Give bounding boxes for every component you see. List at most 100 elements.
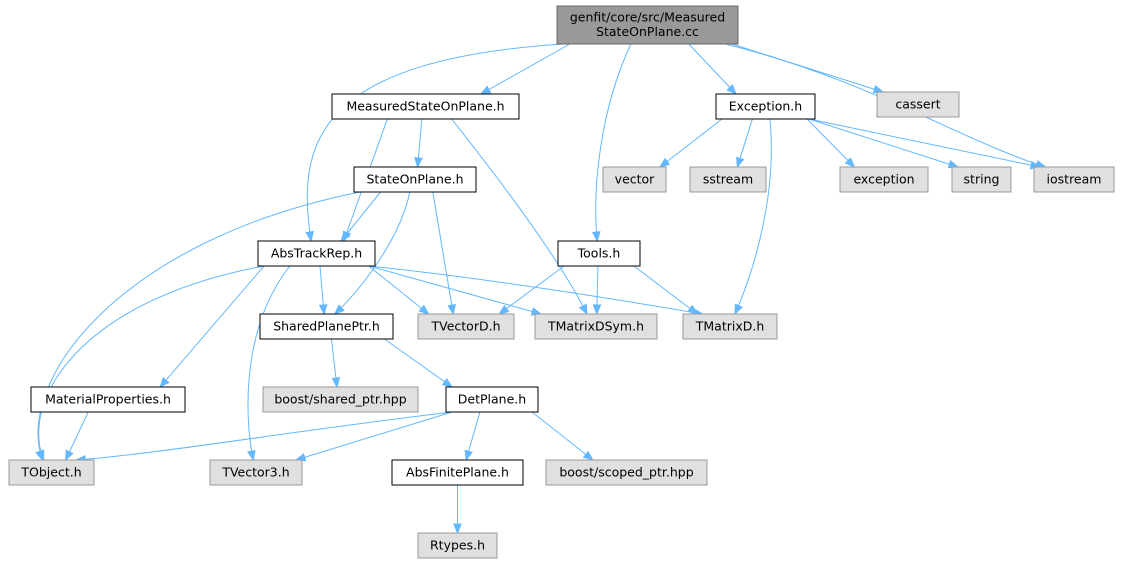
arrowhead-tools-to-tmatrixd bbox=[687, 304, 699, 315]
arrowhead-root-to-msop bbox=[479, 85, 492, 95]
node-label-iostream: iostream bbox=[1047, 171, 1102, 186]
edge-abstrackrep-to-tmatrixd bbox=[368, 265, 703, 315]
node-label-msop: MeasuredStateOnPlane.h bbox=[346, 98, 504, 113]
node-label-string: string bbox=[964, 171, 1000, 186]
node-box-boost_shared bbox=[262, 386, 419, 413]
node-cassert: cassert bbox=[876, 91, 960, 118]
node-box-vector bbox=[602, 166, 667, 193]
node-box-sstream bbox=[689, 166, 767, 193]
nodes-layer: genfit/core/src/MeasuredStateOnPlane.ccM… bbox=[8, 5, 1115, 559]
edge-exception_h-to-string bbox=[808, 118, 959, 168]
node-box-msop bbox=[331, 93, 520, 120]
node-label-boost_scoped: boost/scoped_ptr.hpp bbox=[559, 464, 693, 479]
arrowhead-absfiniteplane-to-rtypes bbox=[453, 523, 462, 535]
node-label-exception: exception bbox=[853, 171, 914, 186]
node-label-tools: Tools.h bbox=[577, 245, 621, 260]
edge-abstrackrep-to-materialprops bbox=[159, 265, 265, 388]
edge-msop-to-tmatrixdsym bbox=[451, 118, 588, 315]
node-box-sop bbox=[353, 166, 477, 193]
arrowhead-abstrackrep-to-tvector3 bbox=[247, 449, 256, 462]
node-label-vector: vector bbox=[615, 171, 656, 186]
edge-sop-to-abstrackrep bbox=[340, 191, 381, 242]
node-sop[interactable]: StateOnPlane.h bbox=[353, 166, 477, 193]
edge-sop-to-sharedplaneptr bbox=[334, 191, 411, 315]
node-materialprops[interactable]: MaterialProperties.h bbox=[30, 386, 186, 413]
node-box-abstrackrep bbox=[257, 240, 376, 267]
node-root[interactable]: genfit/core/src/MeasuredStateOnPlane.cc bbox=[556, 5, 739, 45]
arrowhead-exception_h-to-exception bbox=[844, 157, 856, 168]
node-sstream: sstream bbox=[689, 166, 767, 193]
node-tvectord: TVectorD.h bbox=[417, 313, 515, 340]
node-msop[interactable]: MeasuredStateOnPlane.h bbox=[331, 93, 520, 120]
node-box-tvector3 bbox=[209, 459, 303, 486]
node-tools[interactable]: Tools.h bbox=[557, 240, 641, 267]
edge-exception_h-to-iostream bbox=[808, 118, 1041, 168]
arrowhead-sop-to-sharedplaneptr bbox=[333, 304, 345, 315]
edge-tools-to-tmatrixd bbox=[633, 265, 698, 315]
node-iostream: iostream bbox=[1033, 166, 1115, 193]
arrowhead-abstrackrep-to-tobject bbox=[36, 449, 45, 462]
edge-sop-to-tvectord bbox=[432, 191, 454, 315]
arrowhead-msop-to-sop bbox=[414, 157, 423, 169]
node-label-tobject: TObject.h bbox=[20, 464, 81, 479]
node-abstrackrep[interactable]: AbsTrackRep.h bbox=[257, 240, 376, 267]
arrowhead-root-to-tools bbox=[591, 231, 601, 243]
node-label-materialprops: MaterialProperties.h bbox=[45, 391, 171, 406]
node-box-iostream bbox=[1033, 166, 1115, 193]
edge-abstrackrep-to-tvector3 bbox=[247, 265, 291, 461]
arrowhead-sop-to-abstrackrep bbox=[340, 230, 351, 243]
node-label-cassert: cassert bbox=[895, 96, 940, 111]
node-box-tmatrixd bbox=[682, 313, 778, 340]
node-box-sharedplaneptr bbox=[259, 313, 394, 340]
arrowhead-sharedplaneptr-to-boost_shared bbox=[331, 377, 341, 389]
node-label-exception_h: Exception.h bbox=[729, 98, 802, 113]
arrowhead-abstrackrep-to-materialprops bbox=[159, 376, 170, 389]
edge-abstrackrep-to-tvectord bbox=[368, 265, 429, 315]
node-label-abstrackrep: AbsTrackRep.h bbox=[271, 245, 362, 260]
node-label-absfiniteplane: AbsFinitePlane.h bbox=[406, 464, 509, 479]
node-box-tools bbox=[557, 240, 641, 267]
edge-root-to-cassert bbox=[731, 43, 884, 93]
arrowhead-msop-to-tmatrixdsym bbox=[578, 303, 588, 316]
edge-sharedplaneptr-to-detplane bbox=[384, 338, 453, 388]
node-vector: vector bbox=[602, 166, 667, 193]
node-box-materialprops bbox=[30, 386, 186, 413]
node-exception_h[interactable]: Exception.h bbox=[715, 93, 816, 120]
node-box-absfiniteplane bbox=[391, 459, 524, 486]
node-label-tvectord: TVectorD.h bbox=[431, 318, 501, 333]
node-box-detplane bbox=[445, 386, 539, 413]
node-box-exception_h bbox=[715, 93, 816, 120]
node-sharedplaneptr[interactable]: SharedPlanePtr.h bbox=[259, 313, 394, 340]
edge-root-to-msop bbox=[480, 43, 571, 95]
node-absfiniteplane[interactable]: AbsFinitePlane.h bbox=[391, 459, 524, 486]
node-box-tobject bbox=[8, 459, 95, 486]
edge-detplane-to-tvector3 bbox=[295, 411, 453, 461]
edge-sop-to-tobject bbox=[37, 191, 361, 461]
node-boost_shared: boost/shared_ptr.hpp bbox=[262, 386, 419, 413]
node-exception: exception bbox=[839, 166, 929, 193]
node-label-sharedplaneptr: SharedPlanePtr.h bbox=[273, 318, 380, 333]
node-string: string bbox=[951, 166, 1012, 193]
arrowhead-root-to-abstrackrep bbox=[305, 230, 314, 243]
node-tmatrixd: TMatrixD.h bbox=[682, 313, 778, 340]
node-rtypes: Rtypes.h bbox=[417, 532, 498, 559]
node-detplane[interactable]: DetPlane.h bbox=[445, 386, 539, 413]
arrowhead-exception_h-to-tmatrixd bbox=[734, 303, 743, 316]
edge-exception_h-to-exception bbox=[806, 118, 855, 168]
edge-root-to-abstrackrep bbox=[306, 43, 564, 242]
node-tmatrixdsym: TMatrixDSym.h bbox=[534, 313, 658, 340]
node-box-cassert bbox=[876, 91, 960, 118]
edge-detplane-to-tobject bbox=[76, 411, 453, 461]
edge-root-to-exception_h bbox=[688, 43, 737, 95]
edge-exception_h-to-tmatrixd bbox=[734, 118, 772, 315]
node-box-root bbox=[556, 5, 739, 45]
node-box-rtypes bbox=[417, 532, 498, 559]
arrowhead-detplane-to-absfiniteplane bbox=[464, 449, 473, 462]
arrowhead-abstrackrep-to-sharedplaneptr bbox=[318, 304, 328, 316]
node-label-sstream: sstream bbox=[703, 171, 753, 186]
arrowhead-tools-to-tvectord bbox=[498, 304, 510, 315]
node-label-tmatrixdsym: TMatrixDSym.h bbox=[547, 318, 644, 333]
node-label-rtypes: Rtypes.h bbox=[430, 537, 485, 552]
arrowhead-sop-to-tvectord bbox=[447, 303, 456, 316]
arrowhead-sharedplaneptr-to-detplane bbox=[441, 377, 454, 388]
